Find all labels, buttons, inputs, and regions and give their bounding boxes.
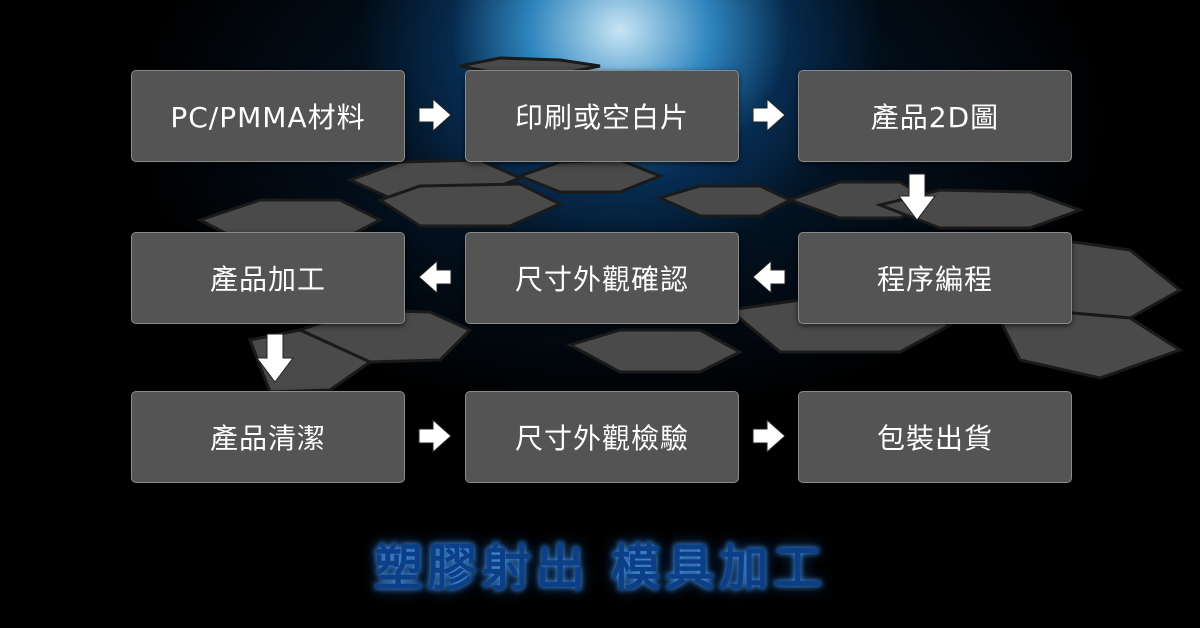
step-box-pc-pmma-material: PC/PMMA材料 [131,70,405,162]
step-label: 尺寸外觀確認 [514,263,689,296]
step-label: 尺寸外觀檢驗 [514,422,689,455]
arrow-right-icon [418,418,452,454]
step-box-programming: 程序編程 [798,232,1072,324]
step-box-dimension-appearance-confirm: 尺寸外觀確認 [465,232,739,324]
step-label: 產品清潔 [209,422,326,455]
step-box-printing-or-blank: 印刷或空白片 [465,70,739,162]
arrow-left-icon [418,259,452,295]
step-box-packaging-shipping: 包裝出貨 [798,391,1072,483]
arrow-down-icon [898,173,936,221]
step-box-dimension-appearance-inspection: 尺寸外觀檢驗 [465,391,739,483]
step-box-product-2d-drawing: 產品2D圖 [798,70,1072,162]
step-label: 印刷或空白片 [514,101,689,134]
step-label: 產品加工 [209,263,326,296]
arrow-right-icon [752,418,786,454]
step-box-product-cleaning: 產品清潔 [131,391,405,483]
step-label: PC/PMMA材料 [170,101,366,134]
arrow-down-icon [256,333,294,383]
page-title: 塑膠射出 模具加工 [373,539,827,597]
step-label: 程序編程 [876,263,993,296]
step-label: 包裝出貨 [876,422,993,455]
step-box-product-machining: 產品加工 [131,232,405,324]
arrow-right-icon [752,97,786,133]
arrow-right-icon [418,97,452,133]
arrow-left-icon [752,259,786,295]
step-label: 產品2D圖 [870,101,1000,134]
